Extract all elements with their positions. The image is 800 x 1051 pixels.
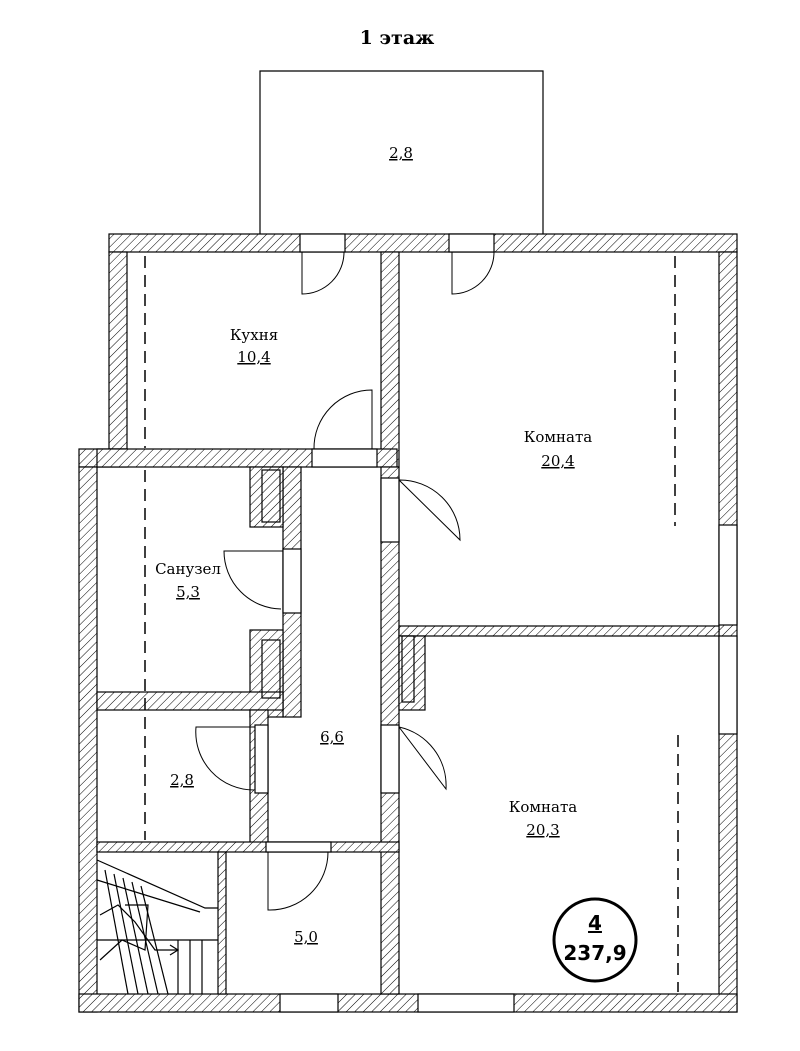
openings: [254, 233, 738, 1013]
terrace-area: 2,8: [389, 144, 413, 162]
floor-title: 1 этаж: [360, 27, 435, 49]
room-a-name: Комната: [524, 428, 593, 446]
door-swings: [195, 251, 495, 911]
apartment-badge: 4 237,9: [552, 897, 638, 983]
exterior-walls: [78, 233, 738, 1013]
interior-walls: [96, 251, 720, 995]
room-b-name: Комната: [509, 798, 578, 816]
bathroom-area: 5,3: [176, 583, 200, 601]
dashed-lines: [144, 256, 679, 992]
badge-number: 4: [588, 911, 602, 935]
stair-hall-area: 5,0: [294, 928, 318, 946]
kitchen-area: 10,4: [237, 348, 270, 366]
hall-area: 6,6: [320, 728, 344, 746]
badge-total: 237,9: [563, 941, 626, 965]
kitchen-name: Кухня: [230, 326, 278, 344]
room-a-area: 20,4: [541, 452, 574, 470]
bathroom-name: Санузел: [155, 560, 221, 578]
terrace: [259, 70, 544, 235]
storage-area: 2,8: [170, 771, 194, 789]
staircase: [96, 859, 218, 995]
room-b-area: 20,3: [526, 821, 559, 839]
